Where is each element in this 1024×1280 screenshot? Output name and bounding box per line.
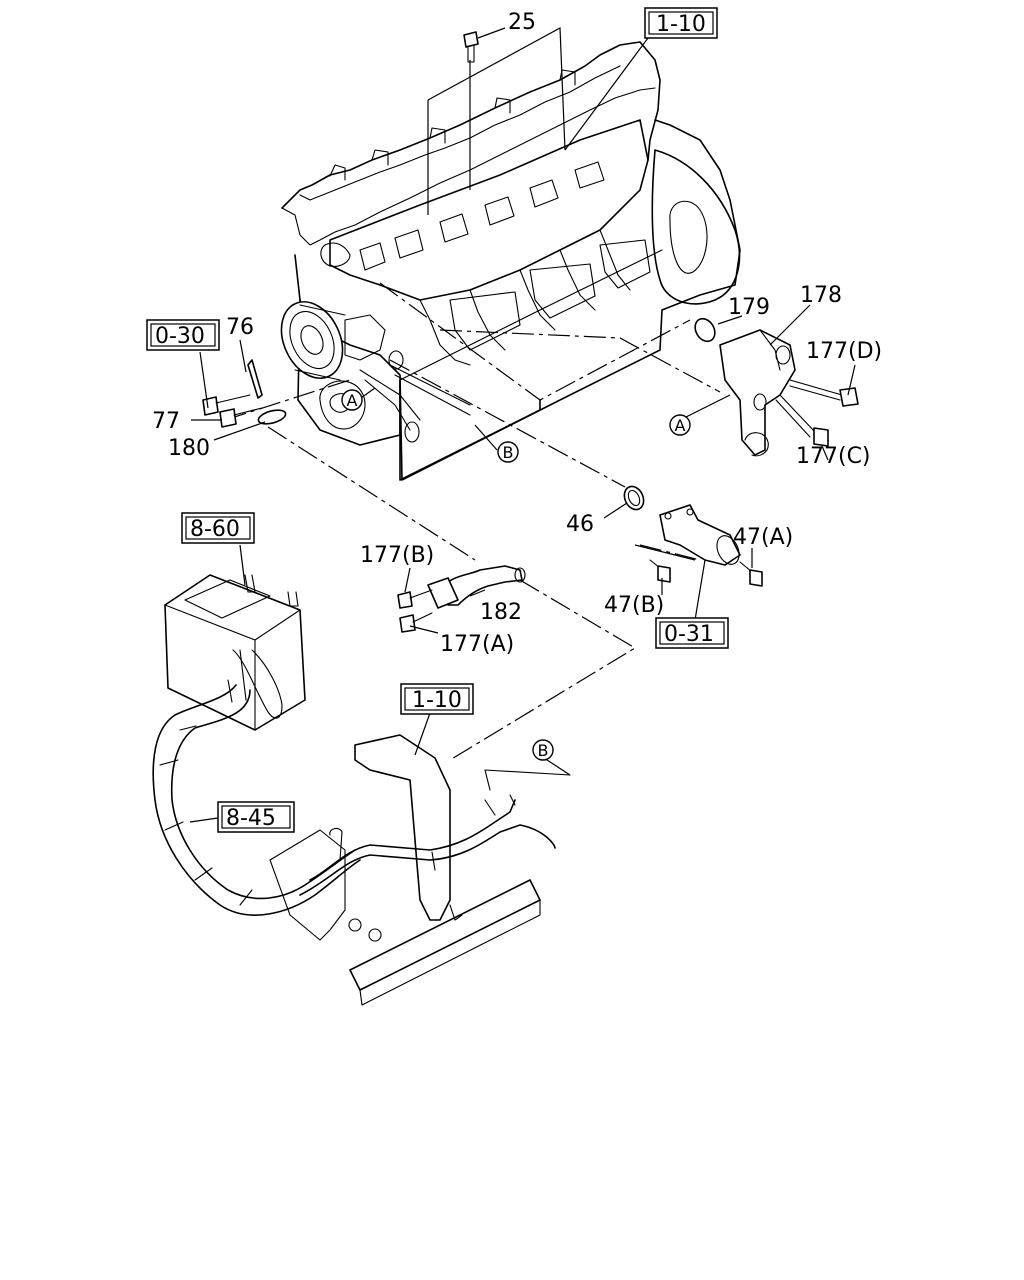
ref-box-8-60: 8-60	[181, 512, 255, 544]
callout-177d: 177(D)	[806, 339, 882, 364]
water-pipe-0-31	[659, 504, 741, 566]
callout-180: 180	[168, 436, 210, 461]
callout-46: 46	[566, 512, 594, 537]
marker-b-frame: B	[532, 739, 554, 761]
svg-text:0-31: 0-31	[664, 622, 714, 647]
callout-177b: 177(B)	[360, 543, 434, 568]
callout-47a: 47(A)	[733, 525, 793, 550]
frame-rail	[269, 734, 541, 1006]
svg-text:8-60: 8-60	[190, 517, 240, 542]
engine-block	[280, 41, 741, 481]
head-bolt-leaders	[427, 27, 649, 215]
bolt-177a	[399, 612, 433, 633]
svg-text:A: A	[347, 391, 358, 410]
svg-text:8-45: 8-45	[226, 806, 276, 831]
bolt-177b	[397, 589, 433, 609]
construction-lines	[224, 282, 721, 761]
hose-182	[427, 565, 526, 609]
marker-a-housing: A	[669, 414, 691, 436]
bracket-76	[247, 359, 263, 399]
callout-177c: 177(C)	[796, 444, 871, 469]
bolt-47b	[649, 559, 671, 583]
frame-hose	[299, 769, 571, 896]
svg-text:0-30: 0-30	[155, 324, 205, 349]
o-ring-46	[623, 485, 645, 511]
ref-box-0-31: 0-31	[655, 617, 729, 649]
svg-text:B: B	[503, 443, 514, 462]
ref-box-0-30: 0-30	[146, 319, 220, 351]
callout-177a: 177(A)	[440, 632, 514, 657]
callout-47b: 47(B)	[604, 593, 664, 618]
callout-179: 179	[728, 295, 770, 320]
bolt-177d	[789, 379, 859, 407]
ref-box-8-45: 8-45	[217, 801, 295, 833]
callout-182: 182	[480, 600, 522, 625]
callout-25: 25	[508, 10, 536, 35]
svg-text:B: B	[538, 741, 549, 760]
bolt-47a	[739, 561, 763, 587]
marker-a-engine: A	[341, 389, 363, 411]
callout-76: 76	[226, 315, 254, 340]
bolt-77	[219, 407, 263, 428]
callout-77: 77	[152, 409, 180, 434]
hose-8-45	[152, 649, 361, 916]
ref-box-1-10-top: 1-10	[644, 7, 718, 39]
gasket-180	[257, 409, 287, 425]
bolt-25	[463, 27, 506, 63]
svg-text:A: A	[675, 416, 686, 435]
thermostat-housing-178	[694, 317, 796, 457]
leader-lines	[189, 304, 856, 823]
svg-text:1-10: 1-10	[656, 12, 706, 37]
bolt-177c	[775, 394, 829, 447]
callout-178: 178	[800, 283, 842, 308]
marker-b-engine: B	[497, 441, 519, 463]
svg-text:1-10: 1-10	[412, 688, 462, 713]
ref-box-1-10-mid: 1-10	[400, 683, 474, 715]
